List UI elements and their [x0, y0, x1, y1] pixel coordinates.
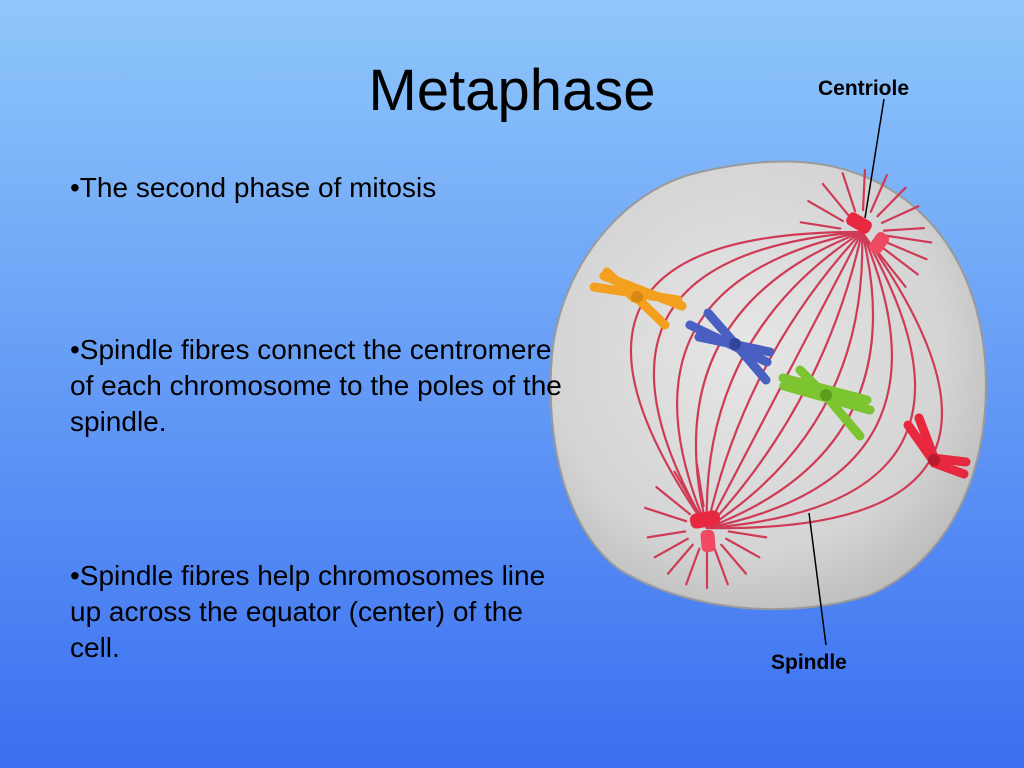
centriole-top	[846, 212, 890, 255]
slide-title: Metaphase	[368, 58, 656, 123]
astral-ray	[673, 470, 698, 511]
spindle-fibre	[705, 230, 917, 530]
astral-ray	[841, 172, 857, 213]
astral-ray	[653, 537, 689, 559]
astral-ray	[646, 530, 687, 539]
astral-ray	[878, 244, 919, 276]
spindle-fibre	[705, 230, 864, 530]
astral-ray	[685, 547, 701, 586]
spindle-fibre	[705, 230, 893, 530]
astral-ray	[881, 239, 928, 261]
spindle-fibre	[652, 230, 864, 530]
spindle-leader-line	[808, 512, 827, 646]
astral-ray	[725, 537, 761, 559]
astral-ray	[807, 199, 845, 223]
astral-ray	[821, 182, 850, 217]
astral-ray	[882, 227, 925, 232]
chromosome-green	[778, 365, 875, 441]
astral-ray	[713, 547, 729, 586]
astral-ray	[861, 168, 867, 212]
astral-ray	[695, 462, 705, 508]
centriole-label: Centriole	[818, 77, 910, 100]
spindle-fibre	[676, 230, 864, 530]
spindle-label: Spindle	[771, 651, 847, 674]
centriole-bottom	[689, 510, 721, 553]
astral-ray	[882, 234, 933, 244]
astral-ray	[727, 530, 768, 539]
astral-ray	[655, 485, 692, 516]
centriole-leader-line	[864, 98, 885, 219]
spindle-fibre	[705, 230, 875, 530]
astral-ray	[720, 543, 748, 575]
astral-ray	[869, 174, 888, 213]
chromosome-orange	[589, 267, 687, 330]
astral-ray	[644, 506, 688, 523]
bullet-2: •Spindle fibres connect the centromere o…	[70, 334, 562, 437]
bullet-1: •The second phase of mitosis	[70, 172, 437, 203]
astral-ray	[799, 221, 842, 230]
chromosome-blue	[685, 308, 775, 385]
astral-ray	[876, 186, 907, 218]
astral-ray	[874, 248, 907, 288]
bullet-3: •Spindle fibres help chromosomes line up…	[70, 560, 546, 663]
astral-ray	[666, 543, 694, 575]
astral-ray	[880, 205, 920, 224]
chromosome-red	[903, 413, 971, 479]
